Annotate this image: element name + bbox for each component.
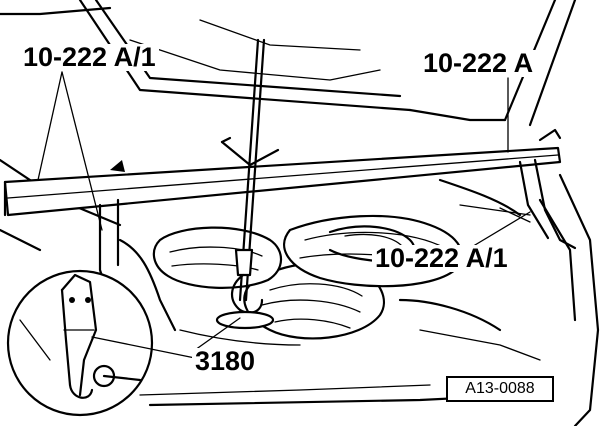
support-bar (3, 128, 577, 287)
leader-lines (37, 71, 531, 359)
figure-id-badge: A13-0088 (446, 376, 554, 402)
label-hook-tool: 3180 (192, 348, 259, 375)
detail-inset (6, 269, 154, 417)
label-support-bracket-middle: 10-222 A/1 (372, 245, 511, 272)
intake-manifold (152, 214, 463, 340)
label-support-bar: 10-222 A (420, 50, 537, 77)
label-support-bracket-top: 10-222 A/1 (20, 44, 159, 71)
